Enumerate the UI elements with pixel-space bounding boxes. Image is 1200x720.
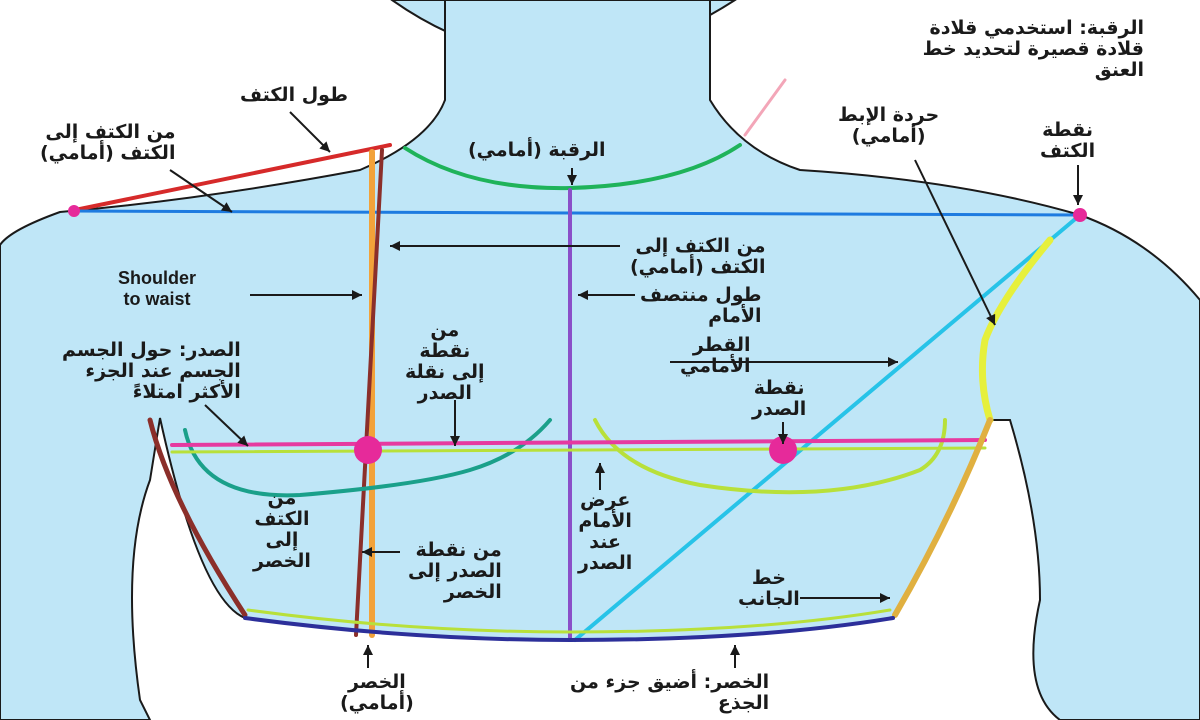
- bust-line: [170, 438, 987, 447]
- arrow-shoulder-length-head: [319, 141, 330, 152]
- waist-front-label: الخصر (أمامي): [340, 671, 414, 714]
- bust-curve-right: [593, 418, 947, 495]
- shoulder-point-right-marker: [1073, 208, 1087, 222]
- arrow-shoulder-point-head: [1073, 195, 1083, 205]
- bust-width-line: [170, 446, 987, 454]
- side-seam-right: [892, 417, 993, 618]
- bust-point-right-marker: [769, 436, 797, 464]
- neck-note-pointer: [743, 78, 787, 137]
- neck-front-label: الرقبة (أمامي): [468, 139, 606, 161]
- waist-narrowest-label: الخصر: أضيق جزء من الجذع: [570, 671, 770, 714]
- shoulder-to-waist-label: Shoulder to waist: [118, 268, 197, 309]
- arrow-neck-front-head: [567, 175, 577, 185]
- arrow-shoulder-to-shoulder-head: [220, 202, 232, 212]
- front-diagonal-label: القطر الأمامي: [680, 334, 751, 377]
- shoulder-to-shoulder-top-label: من الكتف إلى الكتف (أمامي): [40, 121, 176, 164]
- arrow-shoulder-to-shoulder-mid-head: [390, 241, 400, 251]
- arrow-point-to-bust-head: [450, 436, 460, 446]
- neck-note-label: الرقبة: استخدمي قلادة قلادة قصيرة لتحديد…: [922, 17, 1144, 81]
- shoulder-to-waist-ar-label: من الكتف إلى الخصر: [253, 487, 311, 572]
- shoulder-point-left-marker: [68, 205, 80, 217]
- bust-point-label: نقطة الصدر: [752, 377, 807, 420]
- arrow-bust-head: [237, 435, 248, 446]
- side-seam-left: [147, 417, 248, 618]
- bust-point-left-marker: [354, 436, 382, 464]
- arrow-front-diagonal-head: [888, 357, 898, 367]
- arrow-waist-front-head: [363, 645, 373, 655]
- shoulder-length-label: طول الكتف: [240, 84, 348, 106]
- shoulder-to-shoulder-mid-label: من الكتف إلى الكتف (أمامي): [630, 235, 766, 278]
- arrow-shoulder-to-shoulder: [169, 169, 233, 213]
- waist-line-inner: [246, 608, 892, 634]
- front-width-bust-label: عرض الأمام عند الصدر: [578, 489, 633, 574]
- arrow-waist-narrowest-head: [730, 645, 740, 655]
- point-to-bust-label: من نقطة إلى نقلة الصدر: [405, 319, 485, 404]
- shoulder-to-shoulder-line: [70, 209, 1082, 217]
- shoulder-length-line: [73, 143, 392, 212]
- bust-point-to-waist-label: من نقطة الصدر إلى الخصر: [408, 539, 502, 603]
- armhole-front-label: حردة الإبط (أمامي): [838, 104, 940, 147]
- arrow-armhole-head: [986, 313, 996, 325]
- arrow-armhole: [914, 159, 996, 326]
- shoulder-point-label: نقطة الكتف: [1040, 119, 1096, 162]
- arrow-side-line-head: [880, 593, 890, 603]
- center-front-length-label: طول منتصف الأمام: [640, 284, 762, 327]
- pointer-arrows: [169, 111, 1083, 668]
- bust-curve-left: [183, 418, 552, 498]
- arrow-center-front-head: [578, 290, 588, 300]
- armhole-curve: [978, 236, 1054, 424]
- front-diagonal-line: [573, 213, 1082, 642]
- arrow-shoulder-to-waist-head: [352, 290, 362, 300]
- waist-line: [243, 616, 895, 643]
- bust-around-label: الصدر: حول الجسم الجسم عند الجزء الأكثر …: [62, 339, 241, 403]
- shoulder-to-waist-brown: [354, 148, 384, 637]
- arrow-bust-point-to-waist-head: [362, 547, 372, 557]
- arrow-bust-point-head: [778, 434, 788, 444]
- arrow-front-width-head: [595, 463, 605, 473]
- side-line-label: خط الجانب: [738, 567, 800, 610]
